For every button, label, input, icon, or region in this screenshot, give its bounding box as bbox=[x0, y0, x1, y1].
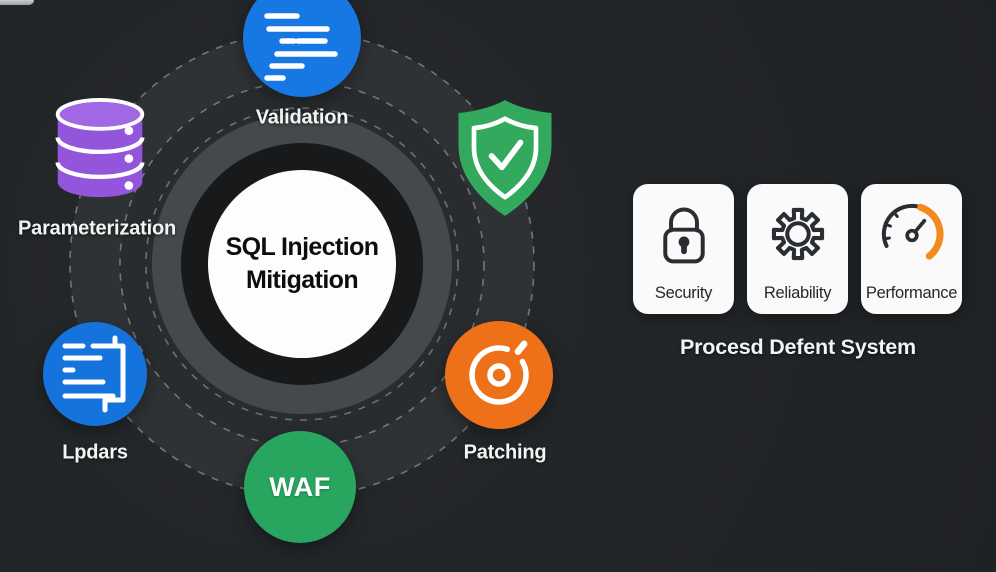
label-parameterization: Parameterization bbox=[18, 217, 176, 240]
card-security-label: Security bbox=[654, 284, 713, 302]
database-icon bbox=[55, 98, 145, 198]
code-lines-icon bbox=[264, 13, 338, 81]
lock-icon bbox=[662, 207, 705, 264]
label-updates: Lpdars bbox=[62, 441, 128, 464]
stopwatch-disc-icon bbox=[469, 340, 529, 405]
center-title-line2: Mitigation bbox=[245, 266, 359, 294]
gear-icon bbox=[771, 207, 824, 261]
card-row: Security Reliability bbox=[633, 184, 963, 314]
card-performance-label: Performance bbox=[865, 284, 958, 302]
label-patching: Patching bbox=[463, 441, 547, 464]
node-updates bbox=[43, 322, 147, 426]
label-validation: Validation bbox=[255, 106, 349, 129]
card-reliability-label: Reliability bbox=[763, 284, 832, 302]
panel-caption: Procesd Defent System bbox=[680, 335, 916, 359]
center-title: SQL Injection Mitigation bbox=[226, 231, 379, 297]
defense-panel: Security Reliability bbox=[633, 184, 963, 360]
shield-check-icon bbox=[458, 100, 552, 216]
node-waf: WAF bbox=[244, 431, 356, 543]
gauge-icon bbox=[881, 203, 944, 260]
center-title-line1: SQL Injection bbox=[225, 233, 379, 261]
card-performance: Performance bbox=[861, 184, 962, 314]
waf-text: WAF bbox=[269, 471, 331, 502]
node-validation bbox=[243, 0, 361, 97]
node-patching bbox=[445, 321, 553, 429]
card-reliability: Reliability bbox=[747, 184, 848, 314]
code-block-icon bbox=[62, 335, 126, 413]
card-security: Security bbox=[633, 184, 734, 314]
window-corner-artifact bbox=[0, 0, 34, 5]
